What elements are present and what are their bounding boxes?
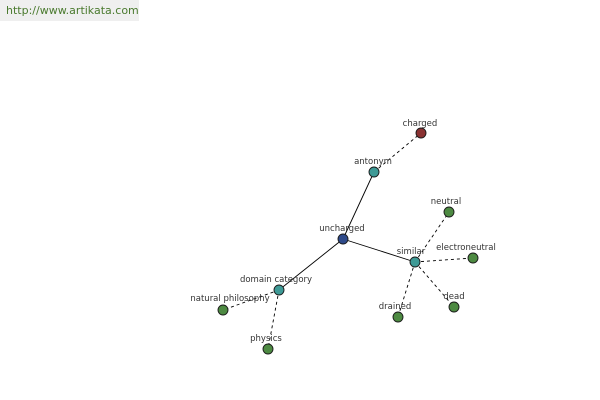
node-label-uncharged: uncharged bbox=[319, 224, 364, 234]
node-drained[interactable] bbox=[392, 311, 404, 323]
edge-uncharged-to-antonym bbox=[342, 171, 375, 240]
node-label-electroneutral: electroneutral bbox=[436, 243, 496, 253]
edge-antonym-to-charged bbox=[373, 132, 422, 173]
node-charged[interactable] bbox=[415, 127, 427, 139]
node-uncharged[interactable] bbox=[337, 233, 349, 245]
edge-uncharged-to-domain-category bbox=[278, 238, 344, 291]
source-url-banner: http://www.artikata.com bbox=[0, 0, 139, 21]
edges-layer bbox=[222, 132, 474, 350]
node-label-physics: physics bbox=[250, 334, 282, 344]
node-label-charged: charged bbox=[403, 119, 438, 129]
node-label-dead: dead bbox=[443, 292, 464, 302]
edge-uncharged-to-similar bbox=[342, 238, 416, 263]
edge-domain-category-to-physics bbox=[267, 289, 280, 350]
node-neutral[interactable] bbox=[443, 206, 455, 218]
node-antonym[interactable] bbox=[368, 166, 380, 178]
node-natural-philosophy[interactable] bbox=[217, 304, 229, 316]
node-similar[interactable] bbox=[409, 256, 421, 268]
node-domain-category[interactable] bbox=[273, 284, 285, 296]
edge-similar-to-dead bbox=[414, 261, 455, 308]
node-label-antonym: antonym bbox=[354, 157, 392, 167]
edge-similar-to-neutral bbox=[414, 211, 450, 263]
edge-domain-category-to-natural-philosophy bbox=[222, 289, 280, 311]
node-physics[interactable] bbox=[262, 343, 274, 355]
node-label-similar: similar bbox=[397, 247, 426, 257]
node-label-neutral: neutral bbox=[431, 197, 461, 207]
node-label-drained: drained bbox=[379, 302, 411, 312]
nodes-layer bbox=[217, 127, 479, 355]
node-label-domain-category: domain category bbox=[240, 275, 312, 285]
node-electroneutral[interactable] bbox=[467, 252, 479, 264]
node-label-natural-philosophy: natural philosophy bbox=[190, 294, 269, 304]
source-url-link[interactable]: http://www.artikata.com bbox=[6, 4, 139, 17]
labels-layer: uncharged antonym charged similar neutral ele… bbox=[190, 119, 495, 344]
edge-similar-to-electroneutral bbox=[414, 257, 474, 263]
node-dead[interactable] bbox=[448, 301, 460, 313]
